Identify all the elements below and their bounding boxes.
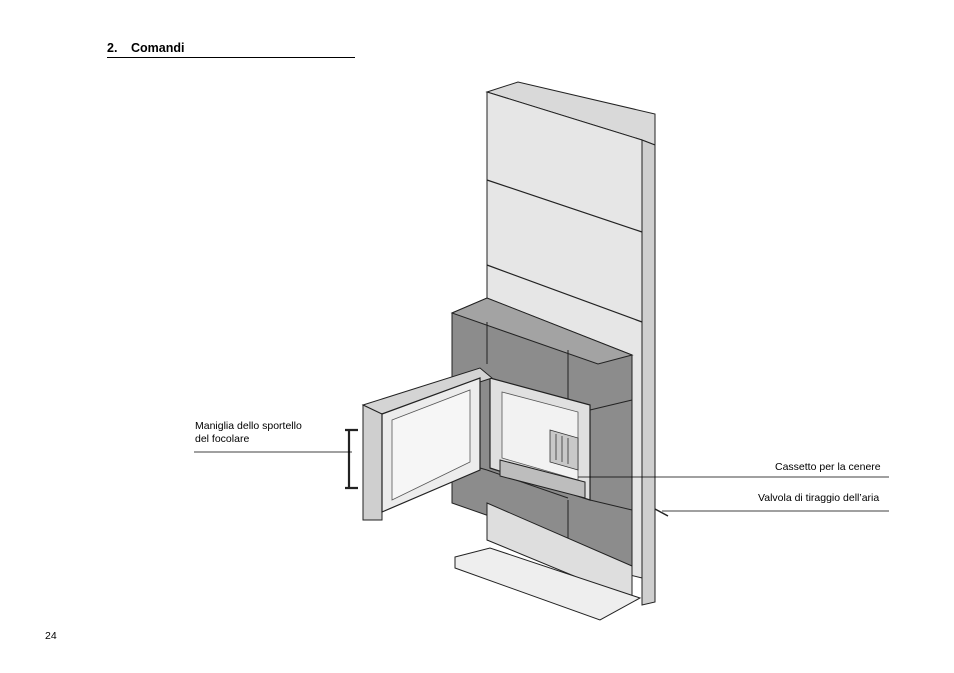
- firebox-grate: [549, 429, 579, 471]
- door-handle-callout-line2: del focolare: [195, 433, 250, 445]
- door-handle-callout-line1: Maniglia dello sportello: [195, 420, 302, 432]
- air-valve-lever: [654, 508, 669, 517]
- section-title: Comandi: [131, 41, 185, 55]
- ash-drawer: [499, 459, 586, 499]
- door-handle-callout: Maniglia dello sportello del focolare: [195, 420, 302, 446]
- door-glass-inner: [391, 389, 471, 501]
- floor-plate: [454, 547, 642, 621]
- stove-column-side: [641, 139, 656, 606]
- section-heading: 2. Comandi: [107, 41, 355, 58]
- air-valve-callout: Valvola di tiraggio dell’aria: [758, 492, 880, 504]
- tile-joint: [589, 399, 633, 411]
- door-panel: [362, 404, 383, 521]
- door-handle: [345, 428, 358, 490]
- tile-surround-top: [450, 297, 634, 365]
- stone-joint: [486, 264, 643, 323]
- stone-joint: [486, 179, 643, 233]
- tile-joint: [589, 499, 633, 511]
- section-number: 2.: [107, 41, 118, 55]
- page-number: 24: [45, 630, 57, 642]
- ash-drawer-callout: Cassetto per la cenere: [775, 461, 881, 473]
